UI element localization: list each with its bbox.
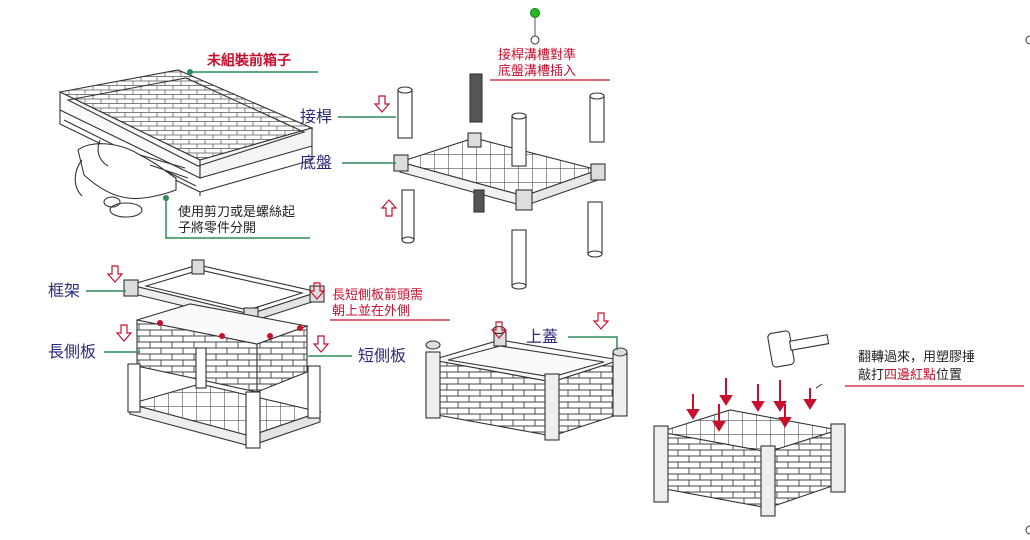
hammer-point-arrows (686, 378, 817, 432)
up-arrow-icon (380, 199, 398, 217)
leader-top-cover (568, 336, 618, 350)
frame-label: 框架 (48, 281, 81, 300)
frame-exploded-illustration (123, 259, 325, 449)
align-note-line1: 接桿溝槽對準 (498, 48, 577, 63)
flip-note-red-points: 四邊紅點 (884, 368, 937, 383)
connector-label: 接桿 (300, 107, 333, 126)
unassembled-box-title: 未組裝前箱子 (207, 53, 291, 69)
red-arrow-markers (157, 320, 303, 339)
align-note-line2: 底盤溝槽插入 (498, 64, 577, 79)
hammer-icon (767, 330, 830, 368)
short-panel-label: 短側板 (358, 346, 407, 365)
down-arrow-icon (490, 312, 610, 339)
arrow-note-line2: 朝上並在外側 (332, 304, 411, 319)
flip-note-line1: 翻轉過來，用塑膠捶 (858, 350, 976, 365)
selection-handle[interactable] (530, 8, 540, 45)
leader-dot (163, 195, 169, 201)
flip-note-line2: 敲打四邊紅點位置 (858, 369, 962, 382)
base-tray-label: 底盤 (300, 153, 333, 172)
connector-rods (397, 73, 605, 290)
unassembled-box-illustration (58, 69, 314, 218)
corner-mark (815, 383, 823, 389)
scissors-note-line1: 使用剪刀或是螺絲起 (178, 205, 296, 220)
flip-note-text-a: 敲打 (858, 368, 885, 383)
long-panel-label: 長側板 (48, 342, 97, 361)
leader-dot (187, 69, 193, 75)
down-arrow-icon (106, 265, 330, 353)
flipped-box-illustration (653, 409, 846, 517)
arrow-note-line1: 長短側板箭頭需 (332, 288, 424, 303)
flip-note-text-c: 位置 (936, 368, 963, 383)
leader-scissors (165, 198, 310, 239)
assembled-box-illustration (425, 325, 628, 441)
selection-handle-right[interactable] (1025, 35, 1030, 535)
top-cover-label: 上蓋 (526, 327, 559, 346)
scissors-note-line2: 子將零件分開 (178, 221, 257, 236)
base-tray-illustration (393, 132, 606, 211)
down-arrow-icon (373, 95, 391, 113)
